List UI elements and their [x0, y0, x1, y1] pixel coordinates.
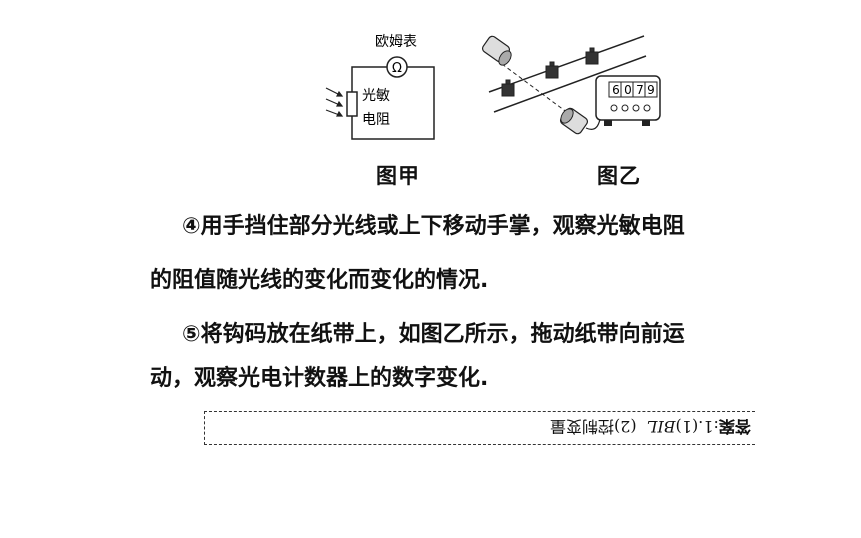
- light-sensor-icon: [559, 107, 589, 135]
- paragraph-step5-line1: ⑤将钩码放在纸带上，如图乙所示，拖动纸带向前运: [182, 322, 685, 347]
- answer-part2: (2)控制变量: [550, 417, 637, 436]
- weight-hook-icon: [505, 79, 511, 85]
- weight-icon: [501, 83, 515, 97]
- figure-panel: 欧姆表 Ω 光敏 电阻: [324, 26, 674, 146]
- light-source-icon: [481, 35, 512, 66]
- weight-icons: [501, 47, 599, 97]
- light-rays-icon: [325, 87, 344, 117]
- tape-edge-bottom: [493, 55, 647, 113]
- counter-foot: [604, 120, 612, 126]
- meter-label: 欧姆表: [375, 34, 417, 50]
- counter-digit: 6: [612, 83, 620, 97]
- answer-formula: BIL: [646, 417, 676, 436]
- figure-a-caption: 图甲: [376, 164, 420, 188]
- resistor-label-line2: 电阻: [362, 112, 390, 128]
- counter-button-icon: [621, 104, 629, 112]
- counter-button-icon: [632, 104, 640, 112]
- weight-icon: [585, 51, 599, 65]
- photoelectric-counter: 6 0 7 9: [595, 75, 661, 126]
- counter-digit: 7: [636, 83, 644, 97]
- light-beam-line: [501, 63, 581, 123]
- answer-text-rotated: 答案:1.(1)BIL (2)控制变量: [550, 416, 751, 440]
- omega-symbol: Ω: [392, 61, 402, 76]
- weight-icon: [545, 65, 559, 79]
- counter-foot: [642, 120, 650, 126]
- weight-hook-icon: [549, 61, 555, 67]
- circuit-wire: [351, 66, 435, 140]
- paragraph-step4-line1: ④用手挡住部分光线或上下移动手掌，观察光敏电阻: [182, 214, 685, 239]
- photoresistor-icon: [346, 91, 358, 117]
- paragraph-step4-line2: 的阻值随光线的变化而变化的情况.: [150, 268, 489, 293]
- counter-digit-cell: [644, 81, 658, 98]
- figure-illustration: 欧姆表 Ω 光敏 电阻: [325, 34, 661, 140]
- counter-digit: 0: [624, 83, 632, 97]
- answer-item: :1.(1): [675, 417, 719, 436]
- counter-button-icon: [643, 104, 651, 112]
- answer-box: 答案:1.(1)BIL (2)控制变量: [204, 411, 755, 445]
- weight-hook-icon: [589, 47, 595, 53]
- answer-prefix: 答案: [718, 417, 751, 436]
- figure-b-caption: 图乙: [597, 164, 641, 188]
- figure-a-circuit: 欧姆表 Ω 光敏 电阻: [325, 34, 435, 140]
- counter-button-icon: [610, 104, 618, 112]
- resistor-label-line1: 光敏: [362, 88, 390, 104]
- paragraph-step5-line2: 动，观察光电计数器上的数字变化.: [150, 366, 489, 391]
- counter-digit: 9: [647, 83, 655, 97]
- figure-b-apparatus: 6 0 7 9: [481, 35, 661, 135]
- tape-edge-top: [488, 35, 645, 93]
